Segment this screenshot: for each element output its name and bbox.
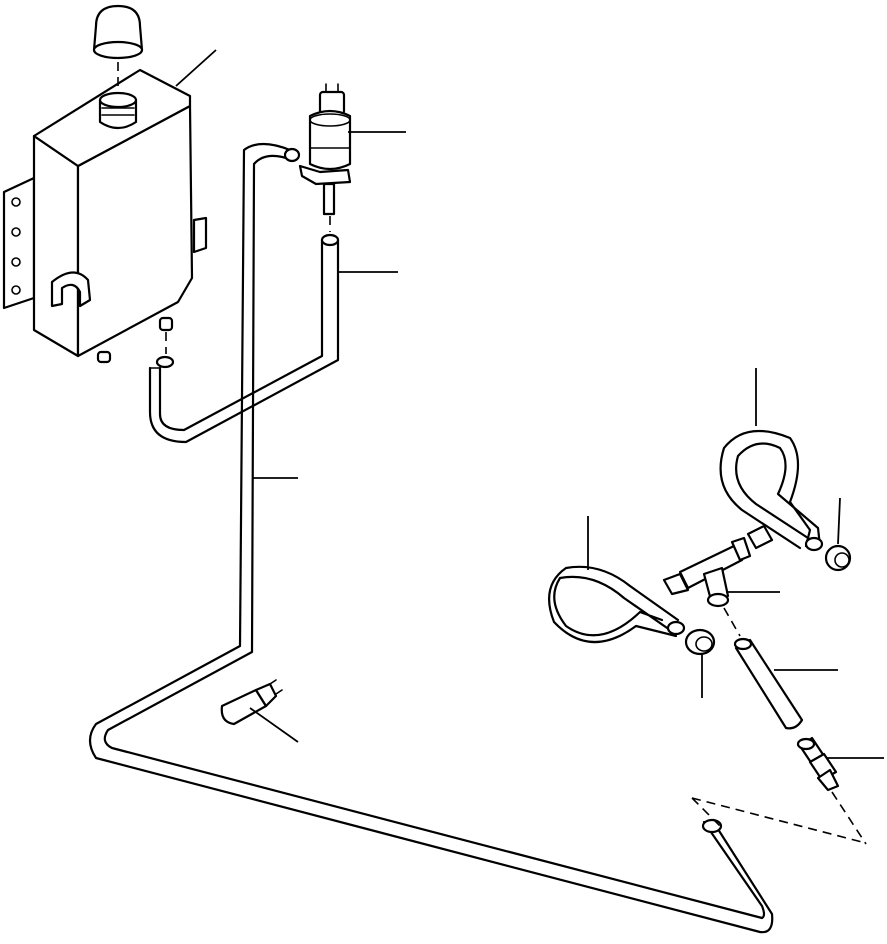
tank-cap — [92, 4, 144, 92]
grommet-left — [684, 628, 716, 656]
leader-lines — [175, 49, 884, 759]
tee-connector — [662, 536, 752, 608]
hose-loop-right — [719, 429, 824, 552]
washer-tank — [2, 68, 208, 364]
hose-loop-left — [548, 565, 686, 644]
short-hose — [723, 607, 804, 730]
assembly-lines — [691, 791, 867, 845]
main-supply-hose — [88, 142, 774, 934]
hose-joint — [796, 736, 840, 792]
grommet-right — [824, 544, 852, 572]
pump-to-tank-hose — [148, 216, 340, 444]
washer-pump — [298, 83, 352, 216]
check-valve — [220, 679, 283, 726]
